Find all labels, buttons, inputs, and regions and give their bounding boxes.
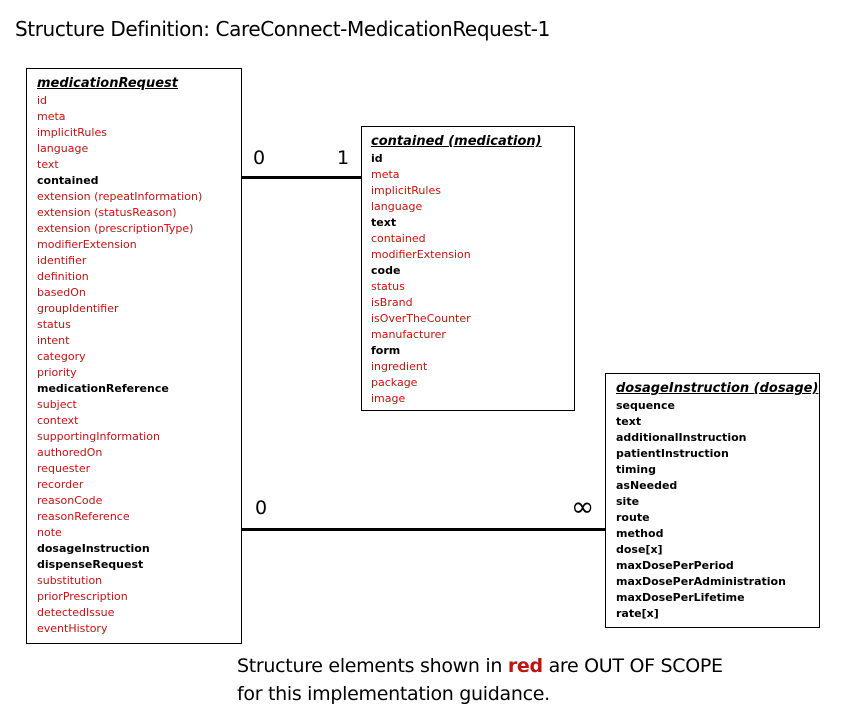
field-extension-statusreason: extension (statusReason) [37, 206, 177, 219]
field-definition: definition [37, 270, 89, 283]
field-manufacturer: manufacturer [371, 328, 446, 341]
field-category: category [37, 350, 86, 363]
field-authoredon: authoredOn [37, 446, 103, 459]
dosage-from-cardinality: 0 [255, 497, 268, 519]
field-context: context [37, 414, 79, 427]
page-title: Structure Definition: CareConnect-Medica… [15, 17, 550, 41]
scope-note: Structure elements shown in red are OUT … [237, 652, 723, 708]
field-contained: contained [37, 174, 99, 187]
field-rate-x: rate[x] [616, 607, 659, 620]
field-medicationreference: medicationReference [37, 382, 169, 395]
field-text: text [616, 415, 642, 428]
field-implicitrules: implicitRules [371, 184, 441, 197]
field-sequence: sequence [616, 399, 675, 412]
field-modifierextension: modifierExtension [37, 238, 137, 251]
scope-note-after: are OUT OF SCOPE [542, 655, 723, 677]
field-timing: timing [616, 463, 656, 476]
field-patientinstruction: patientInstruction [616, 447, 729, 460]
field-text: text [371, 216, 397, 229]
field-requester: requester [37, 462, 91, 475]
field-form: form [371, 344, 401, 357]
field-extension-repeatinformation: extension (repeatInformation) [37, 190, 203, 203]
dosage-instruction-title: dosageInstruction (dosage) [616, 381, 819, 396]
field-status: status [37, 318, 71, 331]
field-subject: subject [37, 398, 77, 411]
field-language: language [37, 142, 89, 155]
field-recorder: recorder [37, 478, 84, 491]
dosage-to-cardinality: ∞ [571, 490, 595, 523]
field-reasonreference: reasonReference [37, 510, 130, 523]
scope-note-line-2: for this implementation guidance. [237, 683, 550, 705]
field-implicitrules: implicitRules [37, 126, 107, 139]
field-modifierextension: modifierExtension [371, 248, 471, 261]
field-asneeded: asNeeded [616, 479, 678, 492]
field-basedon: basedOn [37, 286, 86, 299]
field-code: code [371, 264, 401, 277]
field-contained: contained [371, 232, 426, 245]
contained-medication-box: contained (medication) id meta implicitRul… [361, 126, 575, 411]
field-dispenserequest: dispenseRequest [37, 558, 144, 571]
dosage-instruction-box: dosageInstruction (dosage) sequence text a… [605, 373, 820, 628]
field-priorprescription: priorPrescription [37, 590, 128, 603]
field-dose-x: dose[x] [616, 543, 663, 556]
field-id: id [371, 152, 383, 165]
field-meta: meta [37, 110, 66, 123]
medication-request-fields: id meta implicitRules language text contained… [37, 93, 241, 637]
field-supportinginformation: supportingInformation [37, 430, 160, 443]
field-detectedissue: detectedIssue [37, 606, 115, 619]
field-dosageinstruction: dosageInstruction [37, 542, 150, 555]
field-extension-prescriptiontype: extension (prescriptionType) [37, 222, 194, 235]
medication-to-cardinality: 1 [337, 147, 350, 169]
field-maxdoseperadministration: maxDosePerAdministration [616, 575, 786, 588]
field-groupidentifier: groupIdentifier [37, 302, 119, 315]
scope-note-line-1: Structure elements shown in red are OUT … [237, 652, 723, 680]
field-maxdoseperperiod: maxDosePerPeriod [616, 559, 734, 572]
scope-note-before: Structure elements shown in [237, 655, 508, 677]
field-id: id [37, 94, 48, 107]
field-status: status [371, 280, 405, 293]
scope-note-highlight: red [507, 655, 543, 677]
field-priority: priority [37, 366, 77, 379]
field-isbrand: isBrand [371, 296, 413, 309]
field-substitution: substitution [37, 574, 103, 587]
contained-medication-fields: id meta implicitRules language text contained… [371, 151, 574, 407]
field-note: note [37, 526, 62, 539]
field-image: image [371, 392, 406, 405]
field-reasoncode: reasonCode [37, 494, 103, 507]
field-method: method [616, 527, 664, 540]
medication-from-cardinality: 0 [253, 147, 266, 169]
medication-request-box: medicationRequest id meta implicitRules lan… [26, 68, 242, 644]
dosage-instruction-fields: sequence text additionalInstruction patient… [616, 398, 819, 622]
dosage-connector-line [242, 528, 605, 531]
field-eventhistory: eventHistory [37, 622, 108, 635]
field-text: text [37, 158, 59, 171]
field-package: package [371, 376, 418, 389]
field-isoverthecounter: isOverTheCounter [371, 312, 471, 325]
medication-connector-line [242, 176, 361, 179]
contained-medication-title: contained (medication) [371, 134, 542, 149]
field-language: language [371, 200, 423, 213]
field-additionalinstruction: additionalInstruction [616, 431, 747, 444]
field-ingredient: ingredient [371, 360, 428, 373]
field-site: site [616, 495, 640, 508]
field-intent: intent [37, 334, 70, 347]
field-meta: meta [371, 168, 400, 181]
field-route: route [616, 511, 650, 524]
field-identifier: identifier [37, 254, 87, 267]
medication-request-title: medicationRequest [37, 76, 178, 91]
field-maxdoseperlifetime: maxDosePerLifetime [616, 591, 745, 604]
